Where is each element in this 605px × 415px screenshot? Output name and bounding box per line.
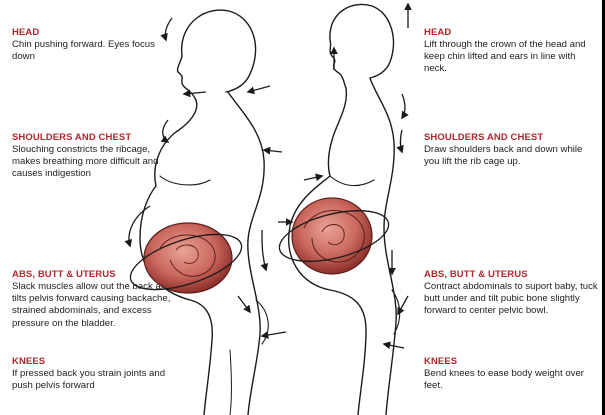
- left-shoulders-title: SHOULDERS AND CHEST: [12, 132, 132, 143]
- right-uterus-illustration: [278, 197, 390, 275]
- left-shoulders-text: Slouching constricts the ribcage, makes …: [12, 144, 159, 180]
- right-hair-outline: [329, 3, 395, 79]
- left-knees-text: If pressed back you strain joints and pu…: [12, 368, 166, 392]
- right-arrow-neck: [401, 93, 409, 120]
- left-arrow-back: [262, 146, 283, 155]
- left-back-outline: [227, 91, 265, 415]
- right-arrow-butt: [397, 295, 409, 316]
- left-arrow-head-down: [160, 17, 173, 42]
- right-head-title: HEAD: [424, 27, 452, 38]
- left-arrow-lowback: [260, 229, 269, 272]
- left-abs-text: Slack muscles allow out the back and til…: [12, 281, 172, 329]
- left-head-title: HEAD: [12, 27, 40, 38]
- left-abs-title: ABS, BUTT & UTERUS: [12, 269, 116, 280]
- right-arrow-chest: [303, 173, 324, 182]
- right-arrow-knee: [382, 341, 405, 350]
- right-shoulders-text: Draw shoulders back and down while you l…: [424, 144, 583, 168]
- right-knees-text: Bend knees to ease body weight over feet…: [424, 368, 585, 392]
- right-abs-section: ABS, BUTT & UTERUS Contract abdominals t…: [424, 269, 600, 318]
- right-face-profile: [329, 39, 347, 89]
- left-arrows: [124, 17, 287, 339]
- right-knees-title: KNEES: [424, 356, 458, 367]
- right-arrows: [278, 2, 412, 350]
- left-arrow-butt: [237, 295, 251, 314]
- left-knees-title: KNEES: [12, 356, 46, 367]
- left-figure: [139, 9, 269, 415]
- right-abs-text: Contract abdominals to suport baby, tuck…: [424, 281, 598, 317]
- right-front-outline: [288, 87, 367, 415]
- left-front-outline: [139, 99, 213, 415]
- left-arrow-shoulder: [160, 119, 170, 143]
- left-arrow-chin: [182, 89, 207, 98]
- left-abs-section: ABS, BUTT & UTERUS Slack muscles allow o…: [12, 269, 172, 330]
- left-head-section: HEAD Chin pushing forward. Eyes focus do…: [12, 27, 172, 63]
- right-back-outline: [369, 77, 397, 415]
- left-uterus-illustration: [129, 222, 243, 294]
- right-shoulders-title: SHOULDERS AND CHEST: [424, 132, 544, 143]
- left-arrow-knee: [260, 331, 287, 339]
- left-arrow-belly: [124, 205, 151, 248]
- left-head-text: Chin pushing forward. Eyes focus down: [12, 39, 155, 63]
- right-abs-title: ABS, BUTT & UTERUS: [424, 269, 528, 280]
- right-edge-bar: [602, 0, 605, 415]
- right-head-section: HEAD Lift through the crown of the head …: [424, 27, 600, 76]
- left-shoulders-section: SHOULDERS AND CHEST Slouching constricts…: [12, 132, 172, 181]
- left-knees-section: KNEES If pressed back you strain joints …: [12, 356, 172, 392]
- right-shoulders-section: SHOULDERS AND CHEST Draw shoulders back …: [424, 132, 600, 168]
- right-knees-section: KNEES Bend knees to ease body weight ove…: [424, 356, 600, 392]
- left-arrow-neck: [246, 85, 271, 95]
- left-face-profile: [176, 55, 197, 101]
- right-arrow-shoulder: [396, 129, 404, 154]
- left-hair-outline: [181, 9, 257, 93]
- right-head-text: Lift through the crown of the head and k…: [424, 39, 586, 75]
